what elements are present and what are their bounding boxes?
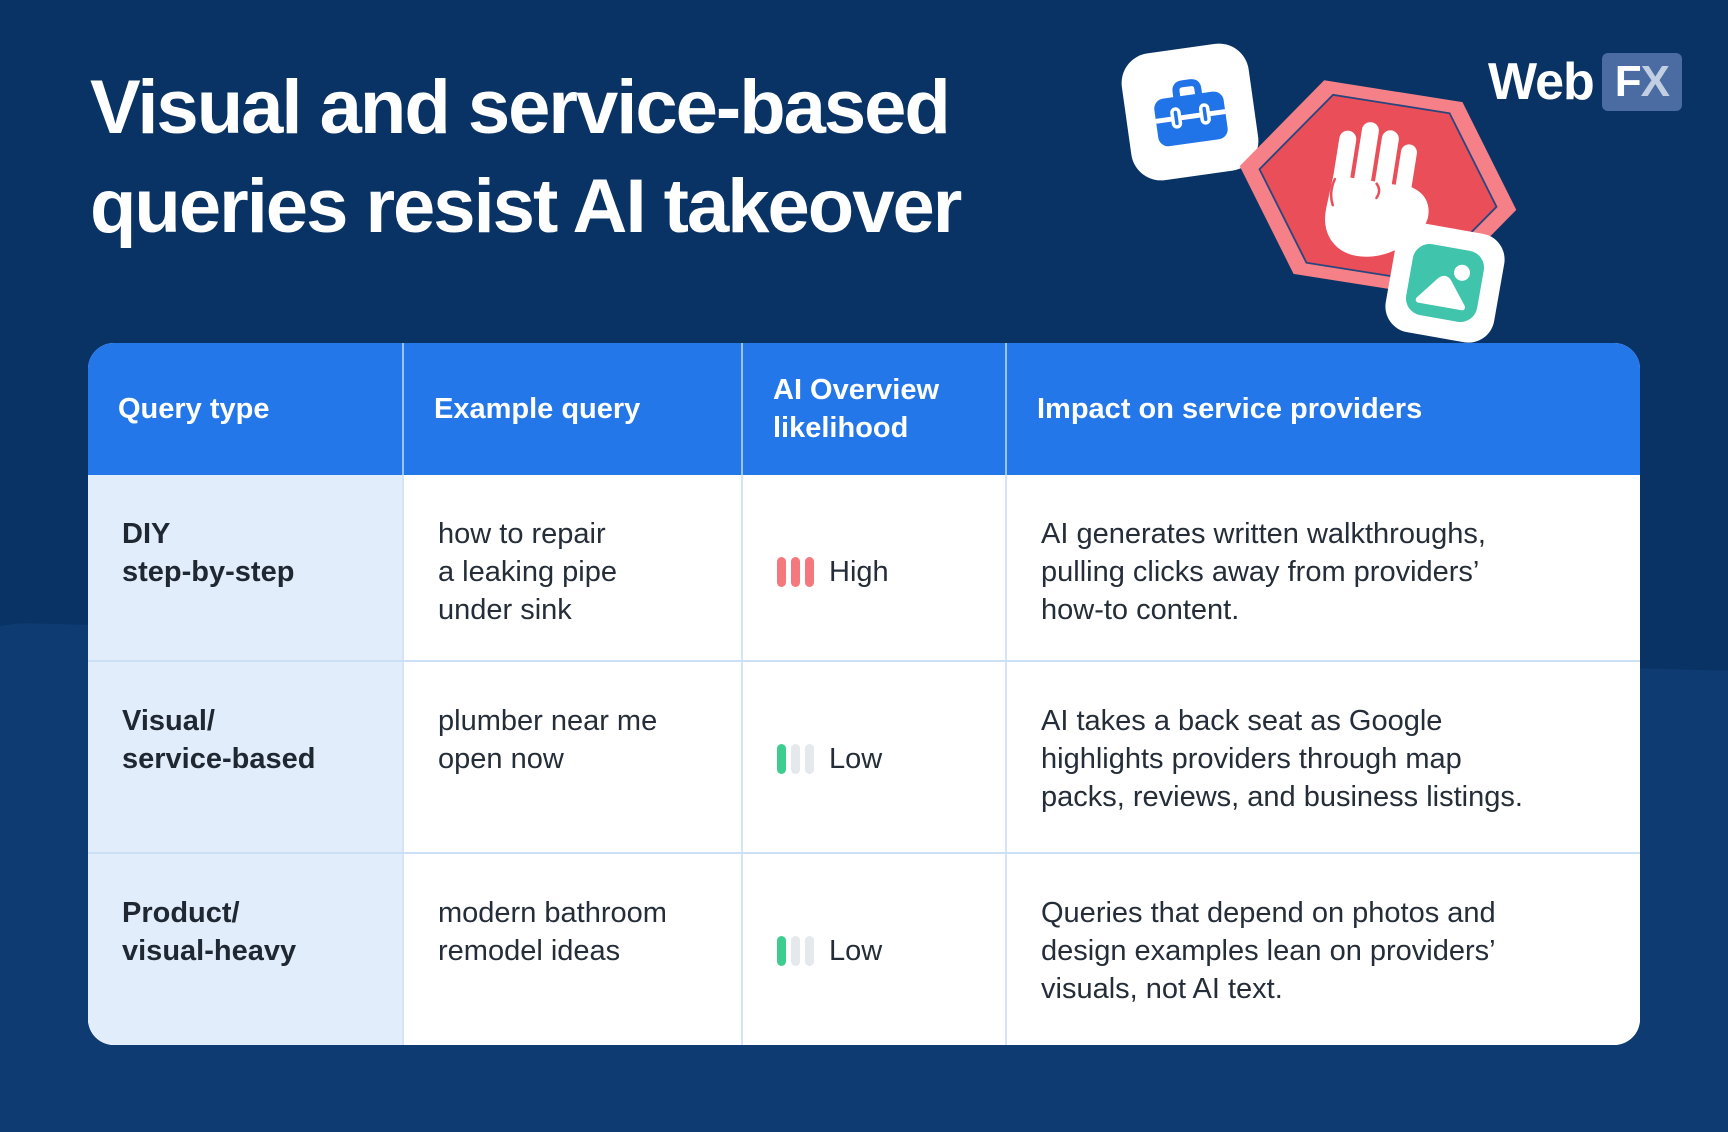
- cell-impact: Queries that depend on photos and design…: [1005, 854, 1640, 1045]
- table-header-row: Query type Example query AI Overview lik…: [88, 343, 1640, 475]
- page-title: Visual and service-based queries resist A…: [90, 58, 962, 256]
- likelihood-label: High: [829, 556, 889, 588]
- likelihood-indicator: High: [777, 553, 975, 591]
- cell-query-type: Product/ visual-heavy: [88, 854, 402, 1045]
- webfx-logo-x: X: [1640, 57, 1670, 106]
- cell-example-query: modern bathroom remodel ideas: [402, 854, 741, 1045]
- title-line-1: Visual and service-based: [90, 65, 951, 150]
- webfx-logo-text: Web: [1488, 53, 1595, 111]
- table-row: DIY step-by-step how to repair a leaking…: [88, 475, 1640, 660]
- column-header-query-type: Query type: [118, 393, 270, 425]
- cell-likelihood: Low: [741, 662, 1005, 852]
- likelihood-label: Low: [829, 743, 883, 775]
- cell-query-type: Visual/ service-based: [88, 662, 402, 852]
- cell-impact: AI generates written walkthroughs, pulli…: [1005, 475, 1640, 660]
- table-row: Product/ visual-heavy modern bathroom re…: [88, 852, 1640, 1045]
- table-row: Visual/ service-based plumber near me op…: [88, 660, 1640, 852]
- column-header-ai-overview-likelihood: AI Overview likelihood: [741, 343, 1005, 475]
- column-header-example-query: Example query: [402, 343, 741, 475]
- cell-example-query: plumber near me open now: [402, 662, 741, 852]
- likelihood-bars: [777, 557, 814, 587]
- likelihood-bars: [777, 936, 814, 966]
- query-table: Query type Example query AI Overview lik…: [88, 343, 1640, 1045]
- cell-impact: AI takes a back seat as Google highlight…: [1005, 662, 1640, 852]
- toolbox-icon: [1117, 39, 1263, 185]
- toolbox-glyph: [1154, 79, 1228, 147]
- likelihood-indicator: Low: [777, 932, 975, 970]
- likelihood-label: Low: [829, 935, 883, 967]
- cell-likelihood: High: [741, 475, 1005, 660]
- cell-likelihood: Low: [741, 854, 1005, 1045]
- title-line-2: queries resist AI takeover: [90, 164, 962, 249]
- webfx-logo-f: F: [1614, 57, 1642, 106]
- cell-example-query: how to repair a leaking pipe under sink: [402, 475, 741, 660]
- likelihood-indicator: Low: [777, 740, 975, 778]
- likelihood-bars: [777, 744, 814, 774]
- image-glyph: [1405, 243, 1485, 323]
- column-header-impact: Impact on service providers: [1005, 343, 1640, 475]
- cell-query-type: DIY step-by-step: [88, 475, 402, 660]
- image-icon: [1381, 219, 1509, 347]
